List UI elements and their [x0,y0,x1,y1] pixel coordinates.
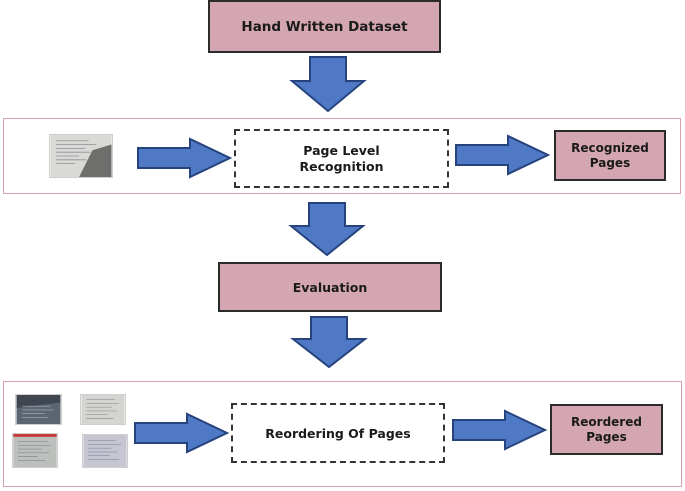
handwritten-page-thumbnail [80,394,126,425]
handwritten-page-thumbnail [49,134,113,178]
handwritten-page-thumbnail [12,433,58,468]
down-arrow-icon [290,316,368,369]
right-arrow-icon [451,409,548,451]
reordered-pages-box: Reordered Pages [550,404,663,455]
reordering-of-pages-label: Reordering Of Pages [265,425,411,441]
down-arrow-icon [288,202,366,257]
right-arrow-icon [454,134,551,176]
page-level-recognition-box: Page Level Recognition [234,129,449,188]
evaluation-label: Evaluation [292,279,368,295]
recognized-pages-box: Recognized Pages [554,130,666,181]
handwritten-page-thumbnail [15,394,62,425]
reordering-of-pages-box: Reordering Of Pages [231,403,445,463]
right-arrow-icon [133,412,230,454]
recognized-pages-label: Recognized Pages [571,140,649,170]
page-level-recognition-label: Page Level Recognition [299,142,384,174]
down-arrow-icon [289,56,367,113]
dataset-box: Hand Written Dataset [208,0,441,53]
reordered-pages-label: Reordered Pages [571,414,642,444]
handwritten-page-thumbnail [82,434,128,468]
evaluation-box: Evaluation [218,262,442,312]
dataset-label: Hand Written Dataset [241,18,408,35]
right-arrow-icon [136,137,233,179]
